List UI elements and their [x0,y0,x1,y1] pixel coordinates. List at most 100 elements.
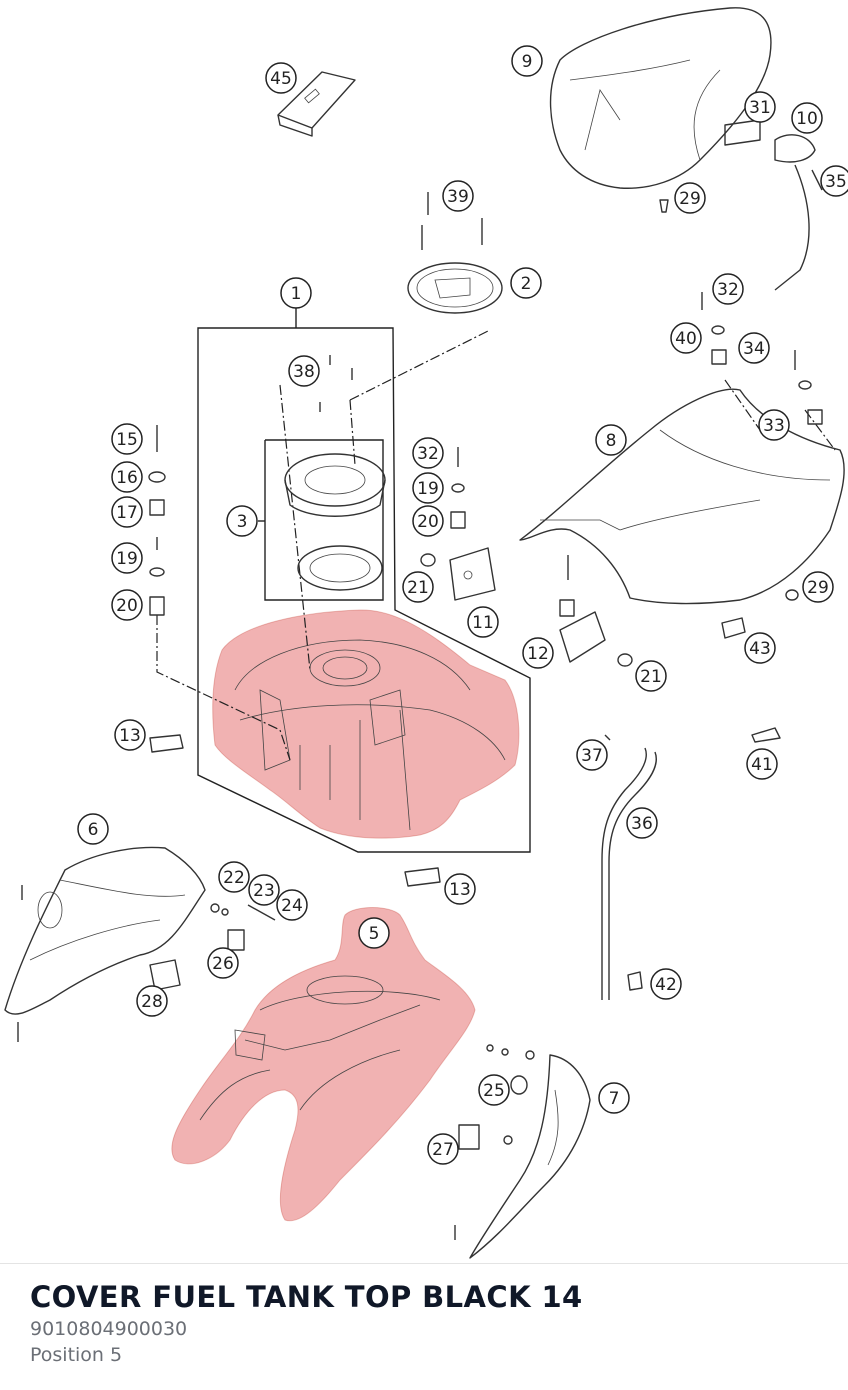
part-21-nut-a [420,553,436,567]
callout-number: 32 [417,444,439,464]
callout-36[interactable]: 36 [626,807,658,839]
callout-circle [427,1133,459,1165]
callout-number: 17 [116,503,138,523]
part-29-right [785,589,799,601]
callout-circle [111,423,143,455]
fuel-tank-cover-highlight[interactable] [171,907,476,1222]
callout-35[interactable]: 35 [820,165,848,197]
part-number: 9010804900030 [30,1318,188,1340]
middle-fastener-stack [450,447,466,529]
callout-11[interactable]: 11 [467,606,499,638]
callout-5[interactable]: 5 [358,917,390,949]
callout-26[interactable]: 26 [207,947,239,979]
callout-number: 40 [675,329,697,349]
callout-19[interactable]: 19 [111,542,143,574]
callout-number: 42 [655,975,677,995]
callout-circle [510,267,542,299]
callout-45[interactable]: 45 [265,62,297,94]
part-13-pad-b [404,867,441,887]
callout-1[interactable]: 1 [280,277,312,309]
callout-9[interactable]: 9 [511,45,543,77]
callout-circle [111,461,143,493]
callout-number: 29 [807,578,829,598]
callout-number: 28 [141,992,163,1012]
callout-circle [207,947,239,979]
callout-20[interactable]: 20 [111,589,143,621]
part-7-right-side-cover [469,1054,591,1259]
callout-13[interactable]: 13 [114,719,146,751]
callout-2[interactable]: 2 [510,267,542,299]
callout-number: 27 [432,1140,454,1160]
callout-12[interactable]: 12 [522,637,554,669]
callout-6[interactable]: 6 [77,813,109,845]
callout-circle [511,45,543,77]
callout-circle [412,505,444,537]
callout-22[interactable]: 22 [218,861,250,893]
callout-7[interactable]: 7 [598,1082,630,1114]
callout-number: 10 [796,109,818,129]
part-37-clip [604,734,611,741]
callout-number: 7 [609,1089,620,1109]
callout-23[interactable]: 23 [248,874,280,906]
part-9-rear-seat [549,7,772,189]
callout-circle [478,1074,510,1106]
callout-circle [226,505,258,537]
callout-32[interactable]: 32 [412,437,444,469]
callout-39[interactable]: 39 [442,180,474,212]
callout-3[interactable]: 3 [226,505,258,537]
callout-number: 11 [472,613,494,633]
callout-number: 43 [749,639,771,659]
callout-circle [791,102,823,134]
callout-31[interactable]: 31 [744,91,776,123]
part-45-keyfob [277,71,356,137]
callout-13[interactable]: 13 [444,873,476,905]
group-3-frame [264,439,384,601]
callout-41[interactable]: 41 [746,748,778,780]
part-38-screws [319,355,353,412]
part-42-clip [627,971,643,991]
callout-17[interactable]: 17 [111,496,143,528]
part-10-seat-lock [724,119,823,291]
callout-40[interactable]: 40 [670,322,702,354]
callout-number: 31 [749,98,771,118]
callout-27[interactable]: 27 [427,1133,459,1165]
callout-circle [802,571,834,603]
callout-43[interactable]: 43 [744,632,776,664]
part-29-rubber [659,199,669,213]
callout-circle [444,873,476,905]
part-position: Position 5 [30,1344,123,1366]
callout-29[interactable]: 29 [674,182,706,214]
callout-21[interactable]: 21 [635,660,667,692]
callout-34[interactable]: 34 [738,332,770,364]
callout-number: 24 [281,896,303,916]
callout-20[interactable]: 20 [412,505,444,537]
callout-21[interactable]: 21 [402,571,434,603]
callout-number: 16 [116,468,138,488]
callout-circle [77,813,109,845]
callout-number: 41 [751,755,773,775]
callout-number: 26 [212,954,234,974]
callout-25[interactable]: 25 [478,1074,510,1106]
callout-circle [280,277,312,309]
callout-10[interactable]: 10 [791,102,823,134]
callout-8[interactable]: 8 [595,424,627,456]
callout-19[interactable]: 19 [412,472,444,504]
callout-38[interactable]: 38 [288,355,320,387]
callout-37[interactable]: 37 [576,739,608,771]
callout-28[interactable]: 28 [136,985,168,1017]
callout-number: 20 [116,596,138,616]
callout-29[interactable]: 29 [802,571,834,603]
callout-16[interactable]: 16 [111,461,143,493]
callout-number: 2 [521,274,532,294]
part-36-hose [601,747,657,1000]
callout-number: 21 [640,667,662,687]
callout-33[interactable]: 33 [758,409,790,441]
callout-32[interactable]: 32 [712,273,744,305]
fuel-tank-highlight[interactable] [212,609,520,839]
callout-circle [111,589,143,621]
part-12-bracket [559,555,606,663]
callout-24[interactable]: 24 [276,889,308,921]
callout-42[interactable]: 42 [650,968,682,1000]
callout-15[interactable]: 15 [111,423,143,455]
